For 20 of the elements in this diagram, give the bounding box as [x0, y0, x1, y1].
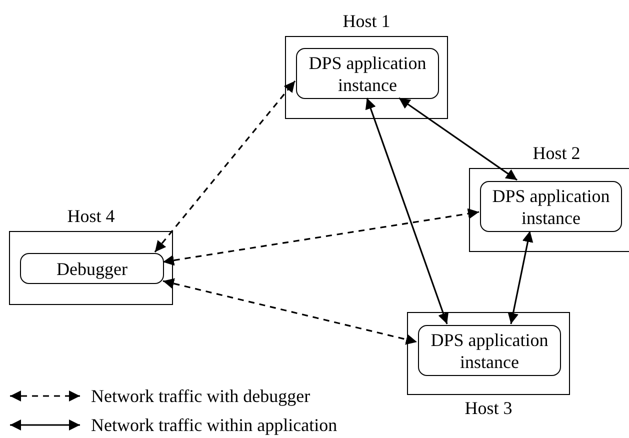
- host-label: Host 1: [342, 10, 392, 32]
- arrow: [162, 208, 480, 266]
- node-label: DPS application instance: [491, 184, 611, 228]
- process-box: [480, 181, 622, 232]
- host-label: Host 2: [532, 142, 582, 164]
- process-box: [20, 253, 164, 284]
- host-label: Host 3: [464, 397, 514, 419]
- legend-label: Network traffic with debugger: [91, 385, 310, 407]
- arrow: [398, 97, 518, 181]
- process-box: [418, 325, 561, 376]
- node-label: Debugger: [56, 258, 128, 280]
- host-label: Host 4: [66, 205, 116, 227]
- arrow: [162, 278, 418, 345]
- legend-label: Network traffic within application: [91, 414, 338, 436]
- process-box: [296, 48, 439, 99]
- node-label: DPS application instance: [308, 52, 428, 96]
- arrow: [508, 230, 534, 324]
- node-label: DPS application instance: [430, 328, 550, 372]
- arrow: [365, 98, 449, 324]
- arrow: [154, 80, 296, 252]
